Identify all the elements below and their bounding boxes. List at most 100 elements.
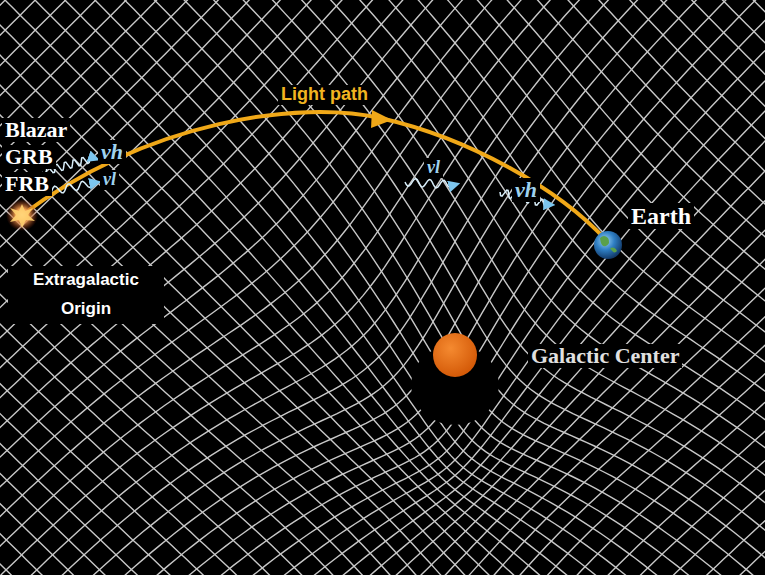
grid-line <box>719 0 765 575</box>
grid-line <box>599 0 765 575</box>
grid-line <box>629 0 765 575</box>
grid-line <box>389 0 765 575</box>
source-burst <box>10 204 35 228</box>
source-name: FRB <box>2 172 52 196</box>
frequency-label: νl <box>100 170 119 190</box>
grid-line <box>539 0 765 575</box>
grid-line <box>0 0 731 575</box>
source-name: Blazar <box>2 118 70 142</box>
grid-line <box>689 0 765 575</box>
grid-line <box>179 0 765 575</box>
grid-line <box>239 0 765 575</box>
galactic-center <box>433 333 477 377</box>
frequency-label: νl <box>424 158 443 178</box>
grid-line <box>329 0 765 575</box>
grid-line <box>209 0 765 575</box>
grid-line <box>359 0 765 575</box>
grid-line <box>149 0 765 575</box>
grid-line <box>0 0 431 575</box>
grid-line <box>0 0 641 575</box>
photon-waves <box>42 157 549 206</box>
grid-line <box>449 0 765 575</box>
grid-line <box>0 0 671 575</box>
path-label: Light path <box>278 85 371 105</box>
earth-land <box>600 236 617 252</box>
frequency-label: νh <box>98 140 126 164</box>
grid-line <box>689 0 765 575</box>
grid-line <box>149 0 765 575</box>
grid-line <box>0 0 431 575</box>
grid-line <box>509 0 765 575</box>
grid-line <box>509 0 765 575</box>
grid-line <box>0 0 371 575</box>
grid-line <box>0 0 371 575</box>
grid-line <box>0 0 641 575</box>
grid-line <box>329 0 765 575</box>
grid-line <box>269 0 765 575</box>
grid-line <box>599 0 765 575</box>
light-path <box>22 112 606 240</box>
grid-line <box>0 0 251 575</box>
grid-line <box>569 0 765 575</box>
center-label: Galactic Center <box>528 344 682 368</box>
grid-line <box>0 0 281 575</box>
light-path-arrow <box>371 110 392 128</box>
earth <box>594 231 622 259</box>
grid-line <box>59 0 765 575</box>
origin-label: Extragalactic Origin <box>8 266 164 324</box>
grid-line <box>269 0 765 575</box>
grid-line <box>0 0 671 575</box>
grid-line <box>179 0 765 575</box>
grid-line <box>479 0 765 575</box>
earth-label: Earth <box>628 203 694 229</box>
grid-line <box>569 0 765 575</box>
grid-line <box>359 0 765 575</box>
source-name: GRB <box>2 145 56 169</box>
grid-line <box>539 0 765 575</box>
grid-line <box>659 0 765 575</box>
source-burst <box>6 199 38 231</box>
grid-line <box>719 0 765 575</box>
grid-line <box>389 0 765 575</box>
grid-line <box>209 0 765 575</box>
grid-line <box>749 0 765 575</box>
grid-line <box>749 0 765 575</box>
grid-line <box>0 0 251 575</box>
grid-line <box>629 0 765 575</box>
grid-line <box>419 0 765 575</box>
grid-line <box>239 0 765 575</box>
grid-line <box>0 0 281 575</box>
grid-line <box>419 0 765 575</box>
grid-line <box>0 0 731 575</box>
